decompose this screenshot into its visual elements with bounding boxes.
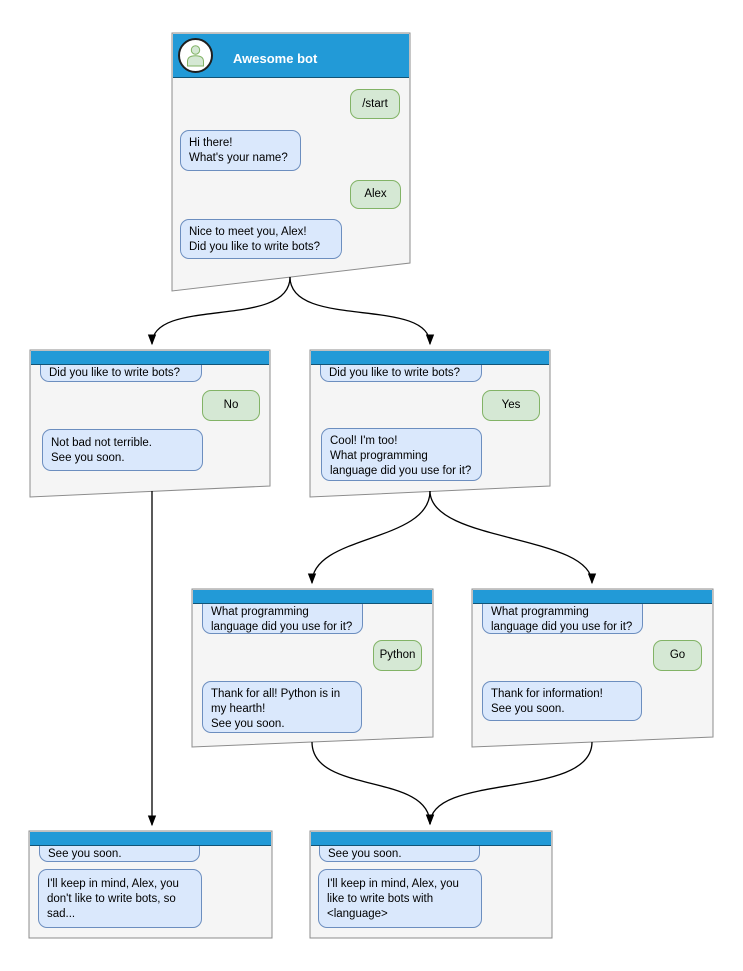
window-title: Awesome bot xyxy=(233,51,318,66)
connector-start-to-yes xyxy=(289,276,435,346)
chat-window-end-no: See you soon. I'll keep in mind, Alex, y… xyxy=(29,831,272,938)
connector-start-to-no xyxy=(147,276,291,346)
bot-message: Not bad not terrible. See you soon. xyxy=(42,429,203,471)
window-titlebar xyxy=(31,351,269,365)
chat-window-awesome-bot: /start Hi there! What's your name? Alex … xyxy=(172,33,410,291)
bot-message: I'll keep in mind, Alex, you like to wri… xyxy=(318,869,482,928)
connector-yes-to-python xyxy=(307,490,431,585)
person-icon xyxy=(187,44,204,66)
bot-message: Nice to meet you, Alex! Did you like to … xyxy=(180,219,342,259)
chat-window-branch-yes: Did you like to write bots? Yes Cool! I'… xyxy=(310,350,550,497)
window-titlebar xyxy=(311,351,549,365)
user-message: Go xyxy=(653,640,702,671)
connector-go-to-end xyxy=(425,741,593,826)
window-titlebar xyxy=(30,832,271,846)
chat-window-branch-python: What programming language did you use fo… xyxy=(192,589,433,747)
window-titlebar xyxy=(193,590,432,604)
bot-message: Cool! I'm too! What programming language… xyxy=(321,428,482,481)
user-message: Alex xyxy=(350,180,401,209)
connector-python-to-end xyxy=(311,741,435,826)
window-titlebar: Awesome bot xyxy=(173,34,409,78)
user-message: /start xyxy=(350,89,400,119)
chat-window-end-yes: See you soon. I'll keep in mind, Alex, y… xyxy=(310,831,552,938)
window-titlebar xyxy=(473,590,712,604)
bot-message: I'll keep in mind, Alex, you don't like … xyxy=(38,869,202,928)
user-message: No xyxy=(202,390,260,421)
chat-window-branch-no: Did you like to write bots? No Not bad n… xyxy=(30,350,270,497)
bot-message: Thank for information! See you soon. xyxy=(482,681,642,721)
window-titlebar xyxy=(311,832,551,846)
bot-message: Thank for all! Python is in my hearth! S… xyxy=(202,681,362,733)
user-message: Python xyxy=(373,640,422,671)
bot-message: Hi there! What's your name? xyxy=(180,130,301,171)
user-message: Yes xyxy=(482,390,540,421)
connector-yes-to-go xyxy=(429,490,597,585)
bot-avatar xyxy=(178,38,213,73)
chat-window-branch-go: What programming language did you use fo… xyxy=(472,589,713,747)
